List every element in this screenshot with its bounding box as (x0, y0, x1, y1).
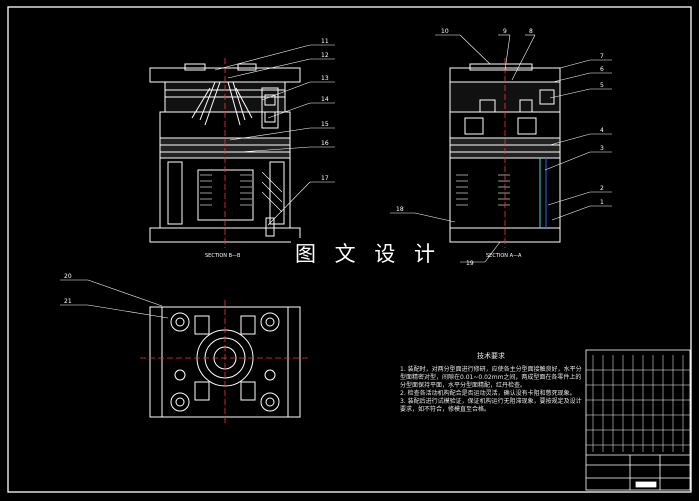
section-label-b-b: SECTION B—B (205, 253, 241, 259)
callout-18: 18 (396, 206, 404, 213)
callout-1: 1 (600, 199, 604, 206)
callout-17: 17 (321, 175, 329, 182)
callout-8: 8 (529, 28, 533, 35)
title-block (585, 349, 691, 491)
watermark-text: 图 文 设 计 (291, 238, 446, 268)
callout-9: 9 (503, 28, 507, 35)
callout-7: 7 (600, 53, 604, 60)
drawing-border (7, 6, 692, 493)
section-label-a-a: SECTION A—A (486, 253, 522, 259)
callout-15: 15 (321, 121, 329, 128)
callout-4: 4 (600, 127, 604, 134)
callout-10: 10 (441, 28, 449, 35)
callout-12: 12 (321, 52, 329, 59)
technical-requirement-3: 3. 装配后进行试模验证，保证机构运行无阻滞现象，要按规定及设计要求，如不符合，… (400, 398, 582, 413)
callout-13: 13 (321, 75, 329, 82)
callout-6: 6 (600, 66, 604, 73)
technical-requirements: 技术要求 1. 装配时，对两分型面进行修研，应使各主分型面接触良好，水平分型面精… (400, 352, 582, 414)
callout-14: 14 (321, 96, 329, 103)
callout-5a: 5 (600, 82, 604, 89)
callout-20: 20 (64, 273, 72, 280)
technical-requirement-2: 2. 检查各活动机构配合是否运动灵活，确认没有卡阻和憋死现象。 (400, 390, 576, 397)
technical-requirement-1: 1. 装配时，对两分型面进行修研，应使各主分型面接触良好，水平分型面精密对型，间… (400, 366, 582, 389)
callout-2: 2 (600, 185, 604, 192)
technical-requirements-title: 技术要求 (477, 352, 505, 360)
leader-lines (60, 34, 612, 319)
callout-19: 19 (466, 260, 474, 267)
callout-21: 21 (64, 298, 72, 305)
callout-3: 3 (600, 145, 604, 152)
callout-16: 16 (321, 140, 329, 147)
callout-11: 11 (321, 38, 329, 45)
callout-numbers: 11 12 13 14 15 16 17 10 9 8 7 6 5 4 3 2 … (64, 28, 604, 305)
